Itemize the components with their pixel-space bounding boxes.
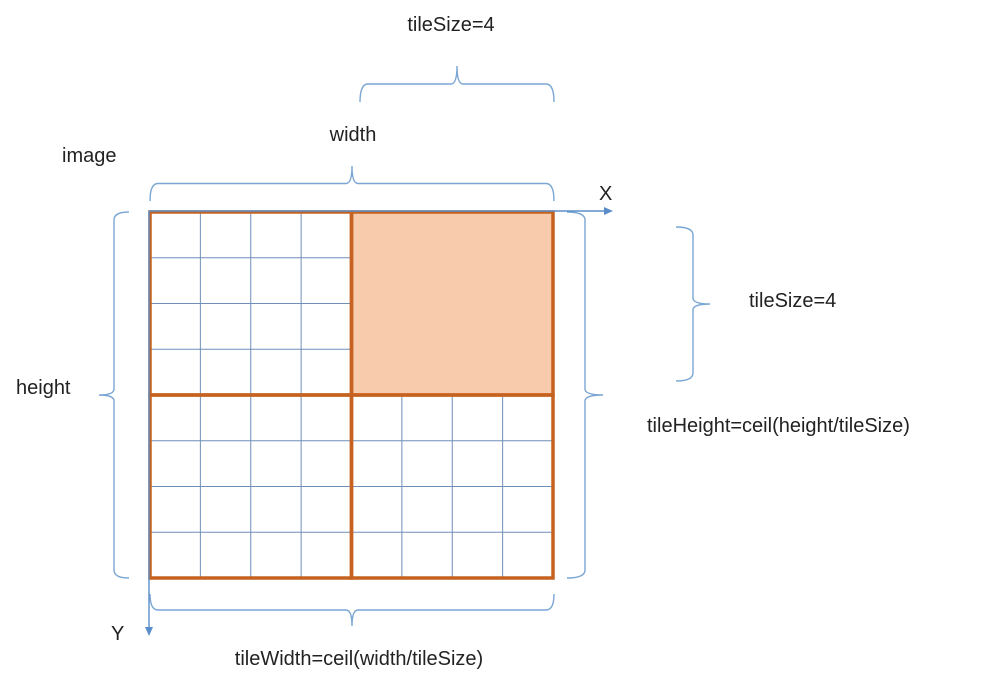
right-tile-size-brace <box>675 226 711 382</box>
height-label: height <box>16 377 71 399</box>
image-label: image <box>62 145 116 167</box>
tile-borders <box>148 210 555 580</box>
tile-width-formula: tileWidth=ceil(width/tileSize) <box>235 648 483 670</box>
x-axis-label: X <box>599 183 612 205</box>
pixel-grid <box>150 212 553 578</box>
top-tile-size-label: tileSize=4 <box>407 14 494 36</box>
tile-border <box>349 393 555 580</box>
width-brace <box>149 165 555 202</box>
tile-fills <box>351 212 553 395</box>
x-axis-arrowhead <box>604 207 613 215</box>
y-axis-label: Y <box>111 623 124 645</box>
top-tile-size-brace <box>359 65 555 103</box>
height-brace <box>98 211 130 579</box>
tile-width-brace <box>149 593 555 627</box>
tile-height-brace <box>566 211 604 579</box>
tile-height-formula: tileHeight=ceil(height/tileSize) <box>647 415 910 437</box>
empty-tile-fill <box>351 212 553 395</box>
width-label: width <box>329 124 377 146</box>
y-axis-arrowhead <box>145 627 153 636</box>
right-tile-size-label: tileSize=4 <box>749 290 836 312</box>
